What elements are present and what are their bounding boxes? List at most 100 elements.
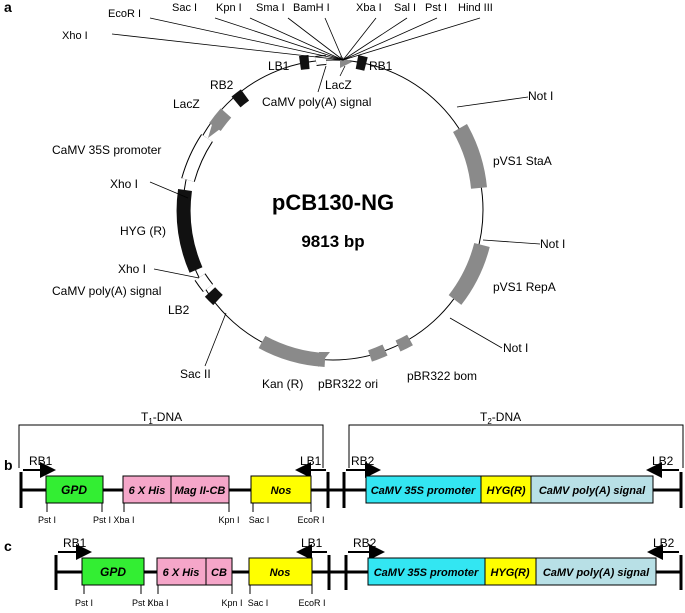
plasmid-features [176, 55, 490, 367]
construct-b-labels: RB1 LB1 RB2 LB2 GPD 6 X His Mag II-CB No… [29, 454, 674, 525]
c-lb1: LB1 [301, 536, 323, 550]
c-site-kpn1: Kpn I [221, 598, 242, 608]
mcs-labels: Xho I EcoR I Sac I Kpn I Sma I BamH I Xb… [62, 2, 493, 42]
c-p35s: CaMV 35S promoter [374, 567, 479, 579]
feature-lb1 [299, 55, 310, 70]
c-hyg-box [484, 557, 537, 586]
b-p35s: CaMV 35S promoter [371, 485, 476, 497]
t1-bracket [18, 424, 324, 468]
b-polya: CaMV poly(A) signal [539, 485, 646, 497]
mcs-lines [111, 17, 481, 61]
panel-label-a: a [4, 0, 12, 15]
feature-polya-top [315, 56, 327, 65]
feature-hyg [176, 189, 203, 273]
c-rb1: RB1 [63, 536, 87, 550]
plasmid-name: pCB130-NG [272, 190, 394, 215]
tdna-brackets [18, 424, 684, 468]
feature-p35s [182, 134, 213, 182]
panel-label-c: c [4, 538, 12, 554]
feature-bom [395, 334, 413, 352]
feature-repa [448, 242, 490, 305]
b-rb1: RB1 [29, 454, 53, 468]
b-nos: Nos [271, 485, 292, 497]
c-his: 6 X His [163, 567, 200, 579]
label-xho1-a: Xho I [110, 177, 138, 191]
b-site-ecor1: EcoR I [297, 515, 324, 525]
mcs-sma1: Sma I [256, 2, 285, 14]
label-xho1-b: Xho I [118, 262, 146, 276]
b-site-pst1-a: Pst I [38, 515, 56, 525]
label-repa: pVS1 RepA [493, 280, 556, 294]
b-site-pst1-b: Pst I [93, 515, 111, 525]
feature-kan [258, 335, 326, 367]
b-lb1: LB1 [300, 454, 322, 468]
b-his: 6 X His [129, 485, 166, 497]
t1-label: T1-DNA [141, 410, 182, 426]
b-hyg: HYG(R) [486, 485, 525, 497]
c-site-pst1-a: Pst I [75, 598, 93, 608]
label-not1-b: Not I [540, 237, 565, 251]
c-site-sac1: Sac I [248, 598, 269, 608]
feature-lb2 [204, 287, 223, 306]
label-not1-c: Not I [503, 341, 528, 355]
label-rb2: RB2 [210, 78, 234, 92]
feature-rb1 [355, 55, 368, 71]
b-nos-box [250, 475, 312, 504]
c-rb2: RB2 [353, 536, 377, 550]
label-stab: pVS1 StaA [493, 154, 552, 168]
mcs-xba1: Xba I [356, 2, 382, 14]
mcs-hind3: Hind III [458, 2, 493, 14]
label-not1-a: Not I [528, 89, 553, 103]
construct-c [54, 544, 683, 594]
b-site-xba1: Xba I [113, 515, 134, 525]
t2-label: T2-DNA [480, 410, 521, 426]
label-hyg: HYG (R) [120, 224, 166, 238]
c-nos-box [248, 557, 313, 586]
c-hyg: HYG(R) [490, 567, 529, 579]
label-polya-top: CaMV poly(A) signal [262, 95, 371, 109]
b-lb2: LB2 [652, 454, 674, 468]
b-site-kpn1: Kpn I [218, 515, 239, 525]
plasmid-size: 9813 bp [301, 232, 364, 251]
label-lb2: LB2 [168, 303, 190, 317]
c-gpd-box [81, 557, 145, 586]
mcs-kpn1: Kpn I [216, 2, 242, 14]
b-p35s-box [365, 475, 482, 504]
mcs-sal1: Sal I [394, 2, 416, 14]
construct-b [19, 462, 683, 512]
label-lacz-top: LacZ [325, 78, 352, 92]
mcs-xho1: Xho I [62, 30, 88, 42]
label-lacz-left: LacZ [173, 97, 200, 111]
label-polya-left: CaMV poly(A) signal [52, 284, 161, 298]
kan-arrowhead [318, 352, 330, 367]
feature-stab [452, 124, 487, 189]
b-his-cb-box [122, 475, 230, 504]
c-p35s-box [367, 557, 486, 586]
feature-ori [368, 344, 388, 362]
c-lb2: LB2 [653, 536, 675, 550]
b-polya-box [530, 475, 654, 504]
panel-label-b: b [4, 457, 13, 473]
c-site-xba1: Xba I [147, 598, 168, 608]
label-ori: pBR322 ori [318, 377, 378, 391]
b-cb: Mag II-CB [175, 485, 226, 497]
mcs-sac1: Sac I [172, 2, 197, 14]
label-p35s: CaMV 35S promoter [52, 143, 161, 157]
c-his-cb-box [156, 557, 233, 586]
c-polya: CaMV poly(A) signal [543, 567, 650, 579]
b-hyg-box [480, 475, 532, 504]
b-rb2: RB2 [351, 454, 375, 468]
c-nos: Nos [270, 567, 291, 579]
feature-polya-left [195, 273, 213, 292]
label-kan: Kan (R) [262, 377, 303, 391]
c-site-ecor1: EcoR I [298, 598, 325, 608]
b-gpd: GPD [61, 483, 87, 497]
lacz-left-arrowhead [208, 118, 224, 138]
mcs-pst1: Pst I [425, 2, 447, 14]
c-polya-box [535, 557, 657, 586]
label-sac2: Sac II [180, 367, 211, 381]
label-bom: pBR322 bom [407, 369, 477, 383]
label-rb1: RB1 [369, 59, 393, 73]
feature-rb2 [231, 89, 250, 108]
